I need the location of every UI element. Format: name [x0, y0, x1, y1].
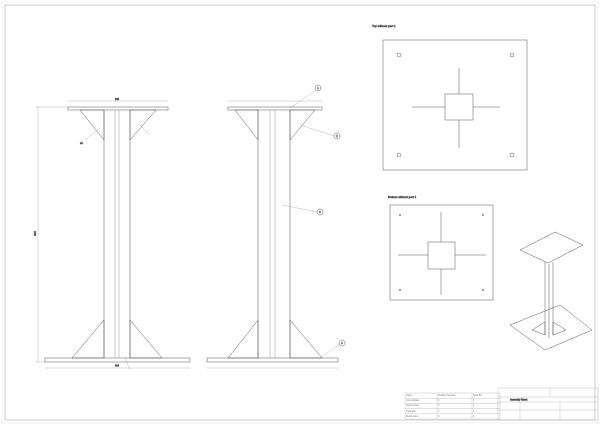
- header-position: Position Number: [438, 394, 456, 397]
- front-view-left: [35, 100, 191, 371]
- balloon-2: 2: [336, 135, 338, 138]
- table-row: Metal sheet 0 4: [406, 414, 501, 419]
- top-view: [382, 39, 528, 171]
- cell: 0: [438, 399, 440, 403]
- balloon-3: 3: [319, 211, 321, 214]
- parts-list: Name Position Number Quantity Groundplate 0…: [406, 393, 501, 419]
- cell: 1: [473, 404, 475, 408]
- bottom-width-dimension: 300: [115, 365, 120, 368]
- height-dimension: 600: [33, 231, 37, 236]
- cell: 0: [438, 409, 440, 413]
- front-view-right: [206, 84, 346, 369]
- title: Assembly Sheet: [510, 399, 528, 402]
- title-block: [497, 387, 599, 421]
- cell: 1: [473, 409, 475, 413]
- top-view-label: Top without part 1: [372, 24, 396, 28]
- balloon-1: 1: [317, 87, 319, 90]
- table-row: Groundplate 0 1: [406, 398, 501, 403]
- cell: Squareplate: [406, 404, 419, 408]
- bottom-view-label: Bottom without part 1: [388, 195, 417, 199]
- header-name: Name: [406, 394, 413, 397]
- cell: 0: [438, 404, 440, 408]
- sheet-border: [4, 4, 596, 421]
- cell: Metal sheet: [406, 414, 419, 418]
- weld-label: a3: [80, 142, 83, 145]
- top-width-dimension: 200: [115, 98, 120, 101]
- isometric-view: [509, 231, 593, 351]
- bottom-view: [389, 204, 494, 301]
- table-row: Squareplate 0 1: [406, 403, 501, 408]
- header-quantity: Quantity: [473, 394, 482, 397]
- parts-list-header: Name Position Number Quantity: [406, 393, 501, 398]
- cell: 0: [438, 414, 440, 418]
- table-row: Fastplate 0 1: [406, 409, 501, 414]
- cell: 1: [473, 399, 475, 403]
- balloon-4: 4: [341, 342, 343, 345]
- parts-list-grid: [404, 392, 501, 420]
- cell: Fastplate: [406, 409, 416, 413]
- cell: 4: [473, 414, 475, 418]
- cell: Groundplate: [406, 399, 420, 403]
